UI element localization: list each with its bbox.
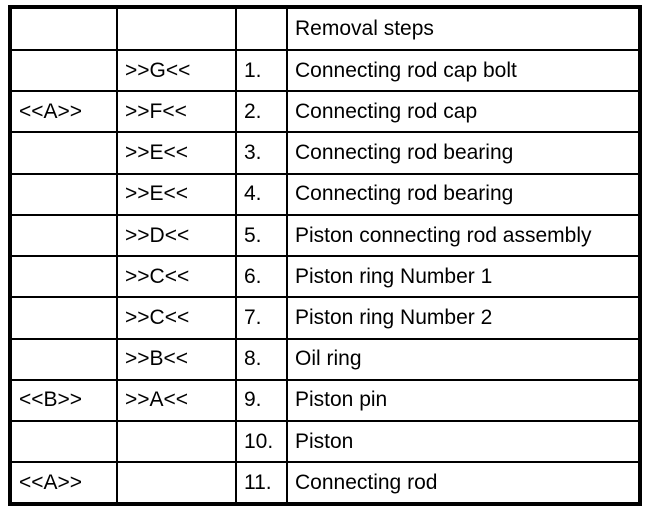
cell-step-number: 8. — [235, 337, 288, 381]
cell-group-outer: <<B>> — [12, 378, 118, 423]
cell-group-inner: >>E<< — [116, 172, 237, 216]
cell-description: Piston connecting rod assembly — [286, 213, 638, 258]
cell-step-number: 4. — [235, 172, 288, 216]
cell-group-inner: >>D<< — [116, 213, 237, 258]
table-row: 10. Piston — [12, 420, 638, 464]
cell-step-number: 6. — [235, 255, 288, 299]
cell-group-outer — [12, 420, 118, 464]
cell-step-number: 5. — [235, 213, 288, 258]
cell-step-number: 2. — [235, 90, 288, 134]
cell-group-inner: >>G<< — [116, 48, 237, 93]
cell-description: Connecting rod cap — [286, 90, 638, 134]
cell-group-outer — [12, 131, 118, 175]
removal-steps-table: Removal steps >>G<< 1. Connecting rod ca… — [12, 9, 638, 502]
table-row: <<A>> 11. Connecting rod — [12, 461, 638, 502]
cell-group-outer: <<A>> — [12, 461, 118, 502]
header-cell-step-number — [235, 9, 288, 51]
cell-group-outer: <<A>> — [12, 90, 118, 134]
header-cell-group-inner — [116, 9, 237, 51]
cell-group-inner: >>C<< — [116, 255, 237, 299]
table-header-row: Removal steps — [12, 9, 638, 51]
table-row: >>G<< 1. Connecting rod cap bolt — [12, 48, 638, 93]
removal-steps-table-frame: Removal steps >>G<< 1. Connecting rod ca… — [8, 5, 642, 506]
cell-group-inner: >>C<< — [116, 296, 237, 340]
cell-group-outer — [12, 48, 118, 93]
header-cell-group-outer — [12, 9, 118, 51]
cell-group-inner — [116, 420, 237, 464]
cell-description: Connecting rod cap bolt — [286, 48, 638, 93]
table-row: >>E<< 4. Connecting rod bearing — [12, 172, 638, 216]
table-row: <<B>> >>A<< 9. Piston pin — [12, 378, 638, 423]
cell-step-number: 9. — [235, 378, 288, 423]
cell-group-inner: >>E<< — [116, 131, 237, 175]
cell-description: Piston ring Number 2 — [286, 296, 638, 340]
cell-description: Oil ring — [286, 337, 638, 381]
cell-group-inner — [116, 461, 237, 502]
cell-description: Piston ring Number 1 — [286, 255, 638, 299]
cell-step-number: 1. — [235, 48, 288, 93]
cell-group-inner: >>F<< — [116, 90, 237, 134]
cell-description: Connecting rod — [286, 461, 638, 502]
cell-step-number: 7. — [235, 296, 288, 340]
cell-group-outer — [12, 213, 118, 258]
table-row: >>D<< 5. Piston connecting rod assembly — [12, 213, 638, 258]
cell-group-outer — [12, 296, 118, 340]
cell-group-outer — [12, 255, 118, 299]
table-row: >>E<< 3. Connecting rod bearing — [12, 131, 638, 175]
cell-step-number: 3. — [235, 131, 288, 175]
cell-description: Connecting rod bearing — [286, 172, 638, 216]
cell-group-inner: >>B<< — [116, 337, 237, 381]
table-row: <<A>> >>F<< 2. Connecting rod cap — [12, 90, 638, 134]
cell-description: Piston pin — [286, 378, 638, 423]
cell-description: Connecting rod bearing — [286, 131, 638, 175]
header-cell-description: Removal steps — [286, 9, 638, 51]
cell-group-outer — [12, 337, 118, 381]
table-body: Removal steps >>G<< 1. Connecting rod ca… — [12, 9, 638, 502]
cell-step-number: 11. — [235, 461, 288, 502]
cell-group-inner: >>A<< — [116, 378, 237, 423]
table-row: >>B<< 8. Oil ring — [12, 337, 638, 381]
table-row: >>C<< 6. Piston ring Number 1 — [12, 255, 638, 299]
cell-group-outer — [12, 172, 118, 216]
cell-step-number: 10. — [235, 420, 288, 464]
table-row: >>C<< 7. Piston ring Number 2 — [12, 296, 638, 340]
cell-description: Piston — [286, 420, 638, 464]
